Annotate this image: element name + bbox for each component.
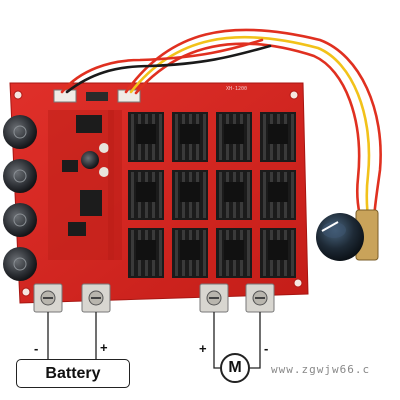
capacitor bbox=[3, 203, 37, 237]
heatsink bbox=[216, 228, 252, 278]
motor-symbol: M bbox=[220, 353, 250, 383]
small-capacitor bbox=[81, 151, 99, 169]
capacitor-row bbox=[3, 115, 37, 281]
mounting-hole bbox=[21, 287, 31, 297]
heatsink bbox=[172, 228, 208, 278]
heatsink bbox=[260, 228, 296, 278]
heatsink bbox=[216, 170, 252, 220]
ic-chip bbox=[76, 115, 102, 133]
motor-negative-label: - bbox=[264, 341, 269, 356]
small-capacitor bbox=[99, 167, 109, 177]
battery-label: Battery bbox=[16, 359, 130, 388]
connector-header bbox=[53, 89, 77, 103]
potentiometer bbox=[316, 209, 379, 261]
heatsink bbox=[172, 170, 208, 220]
silkscreen-part-number: XH-1200 bbox=[226, 86, 248, 92]
pot-knob bbox=[316, 213, 364, 261]
ic-chip bbox=[68, 222, 86, 236]
battery-positive-label: + bbox=[100, 340, 108, 355]
battery-negative-label: - bbox=[34, 341, 39, 356]
motor-positive-label: + bbox=[199, 341, 207, 356]
wire-bundle bbox=[60, 28, 382, 242]
mounting-hole bbox=[13, 90, 23, 100]
heatsink bbox=[260, 170, 296, 220]
capacitor bbox=[3, 247, 37, 281]
control-circuit bbox=[48, 110, 122, 260]
heatsink bbox=[172, 112, 208, 162]
mounting-hole bbox=[289, 90, 299, 100]
screw-terminals bbox=[33, 283, 275, 313]
ic-chip bbox=[80, 190, 102, 216]
watermark-text: www.zgwjw66.c bbox=[271, 363, 371, 376]
heatsink bbox=[128, 112, 164, 162]
capacitor bbox=[3, 115, 37, 149]
mounting-hole bbox=[293, 278, 303, 288]
heatsink-grid bbox=[128, 112, 296, 278]
small-capacitor bbox=[99, 143, 109, 153]
heatsink bbox=[128, 228, 164, 278]
capacitor bbox=[3, 159, 37, 193]
heatsink bbox=[216, 112, 252, 162]
connector-header bbox=[86, 92, 108, 101]
heatsink bbox=[128, 170, 164, 220]
leader-lines bbox=[47, 312, 261, 369]
ic-chip bbox=[62, 160, 78, 172]
heatsink bbox=[260, 112, 296, 162]
